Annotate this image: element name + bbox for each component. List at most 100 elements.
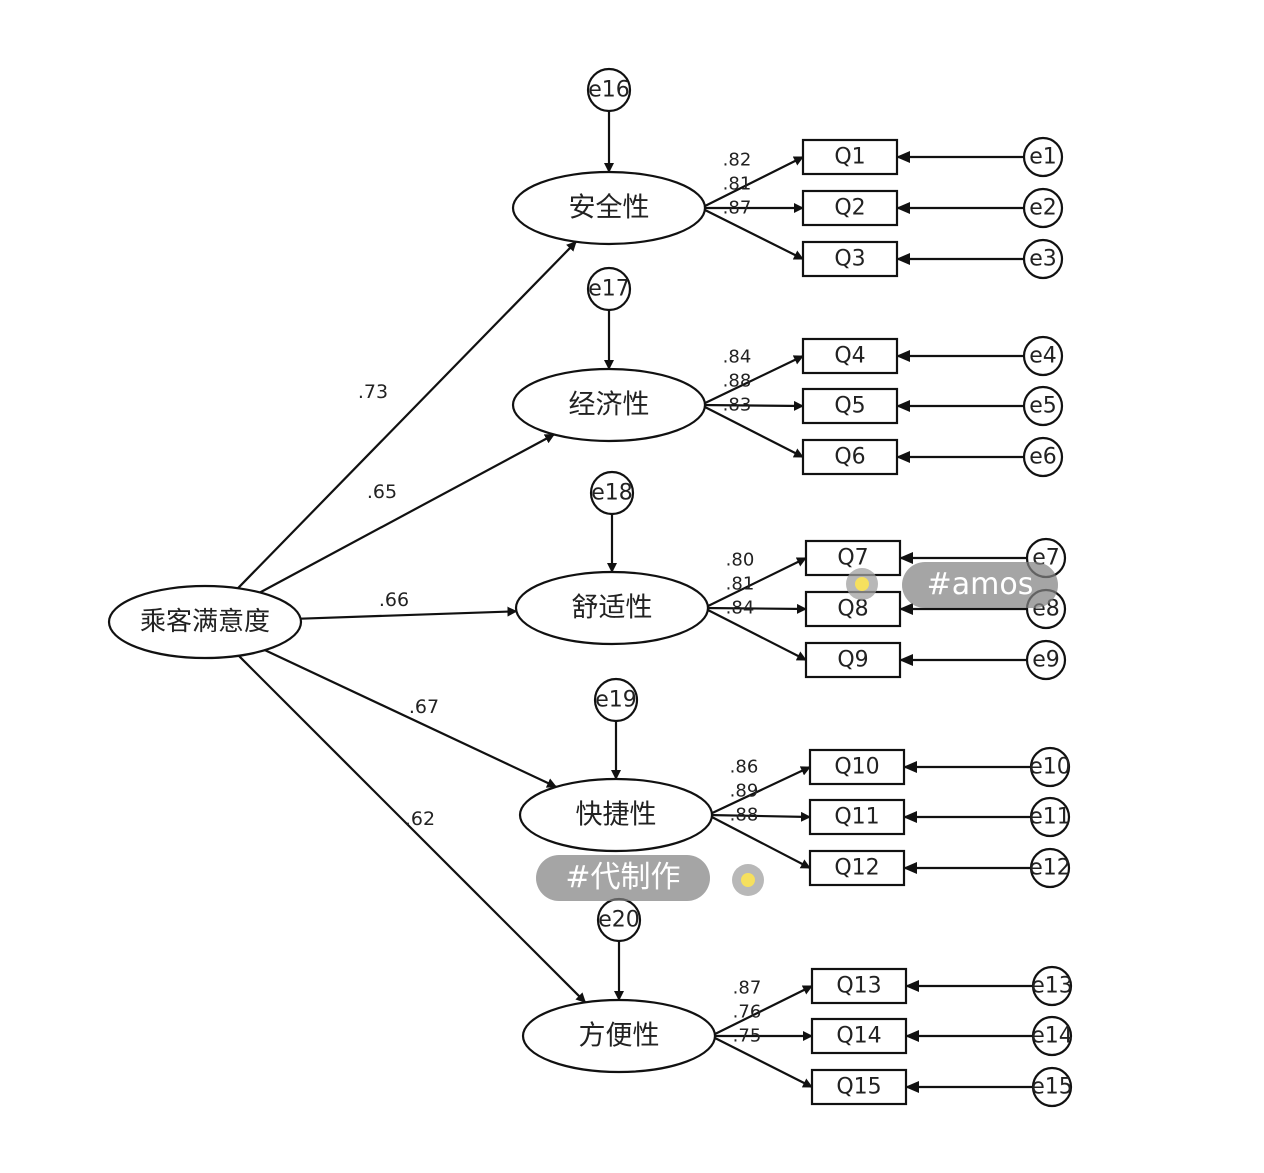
loading-path [703,603,807,614]
observed-variable-box [801,189,899,227]
observed-variable-box [810,1017,908,1055]
observed-variable-box [804,641,902,679]
structural-path-5 [237,654,587,1004]
observed-variable-label: Q8 [837,597,868,622]
tag-service[interactable]: #代制作 [536,855,710,901]
loading-coef: .82 [723,150,752,171]
structural-coef-4: .67 [409,696,439,718]
root-latent-label: 乘客满意度 [140,607,270,637]
loading-path [707,766,811,816]
factor-label: 舒适性 [572,593,653,624]
error-label: e14 [1031,1024,1073,1049]
error-label: e11 [1029,805,1071,830]
loading-coef: .89 [730,781,759,802]
loading-coef: .87 [723,198,752,219]
observed-variable-box [808,748,906,786]
loading-path [700,207,804,260]
error-circle [1029,847,1071,889]
error-label: e10 [1029,755,1071,780]
observed-variable-label: Q3 [834,247,865,272]
factor-ellipse [521,998,717,1074]
loading-coef: .81 [726,574,755,595]
observed-variable-label: Q11 [834,805,879,830]
disturbance-label: e19 [595,688,637,713]
error-label: e3 [1029,247,1057,272]
factor-ellipse [514,570,710,646]
loading-path [710,985,813,1037]
factor-label: 安全性 [569,193,650,224]
loading-coef: .83 [723,395,752,416]
loading-coef: .80 [726,550,755,571]
error-circle [1029,796,1071,838]
observed-variable-label: Q9 [837,648,868,673]
error-circle [1022,335,1064,377]
factor-label: 方便性 [579,1021,660,1052]
disturbance-label: e16 [588,78,630,103]
error-circle [1031,1066,1073,1108]
observed-variable-box [810,1068,908,1106]
error-label: e5 [1029,394,1057,419]
observed-variable-box [801,138,899,176]
observed-variable-label: Q10 [834,755,879,780]
loading-coef: .86 [730,757,759,778]
observed-variable-label: Q7 [837,546,868,571]
structural-path-4 [264,649,557,788]
disturbance-label: e17 [588,277,630,302]
loading-path [700,404,804,458]
factor-label: 经济性 [569,390,650,421]
error-label: e2 [1029,196,1057,221]
loading-coef: .76 [733,1002,762,1023]
observed-variable-box [808,849,906,887]
disturbance-label: e18 [591,481,633,506]
loading-path [707,814,811,869]
loading-coef: .84 [726,598,755,619]
observed-variable-box [808,798,906,836]
loading-path [700,400,804,411]
loading-coef: .88 [723,371,752,392]
structural-coef-1: .73 [358,381,388,403]
disturbance-circle [586,67,632,113]
error-label: e4 [1029,344,1057,369]
observed-variable-label: Q13 [836,974,881,999]
observed-variable-label: Q5 [834,394,865,419]
root-latent-ellipse [107,584,303,660]
loading-path [700,156,804,209]
error-label: e1 [1029,145,1057,170]
loading-coef: .81 [723,174,752,195]
tag-dot-icon [846,568,878,600]
observed-variable-label: Q14 [836,1024,881,1049]
structural-coef-2: .65 [367,481,397,503]
observed-variable-box [801,438,899,476]
error-circle [1022,136,1064,178]
observed-variable-label: Q2 [834,196,865,221]
observed-variable-label: Q15 [836,1075,881,1100]
factor-label: 快捷性 [576,800,657,831]
structural-path-2 [259,433,555,594]
error-circle [1025,639,1067,681]
tag-dot-icon [732,864,764,896]
disturbance-circle [586,266,632,312]
observed-variable-box [801,387,899,425]
observed-variable-label: Q1 [834,145,865,170]
factor-ellipse [518,777,714,853]
error-circle [1022,385,1064,427]
observed-variable-box [801,240,899,278]
error-label: e13 [1031,974,1073,999]
error-circle [1031,965,1073,1007]
loading-path [703,607,807,661]
error-circle [1031,1015,1073,1057]
error-label: e6 [1029,445,1057,470]
loading-coef: .88 [730,805,759,826]
observed-variable-label: Q6 [834,445,865,470]
tag-amos[interactable]: #amos [902,562,1058,608]
loading-path [703,557,807,609]
error-circle [1029,746,1071,788]
error-label: e12 [1029,856,1071,881]
error-label: e15 [1031,1075,1073,1100]
loading-coef: .75 [733,1026,762,1047]
structural-coef-3: .66 [379,589,409,611]
observed-variable-label: Q4 [834,344,865,369]
loading-coef: .87 [733,978,762,999]
structural-coef-5: .62 [405,808,435,830]
